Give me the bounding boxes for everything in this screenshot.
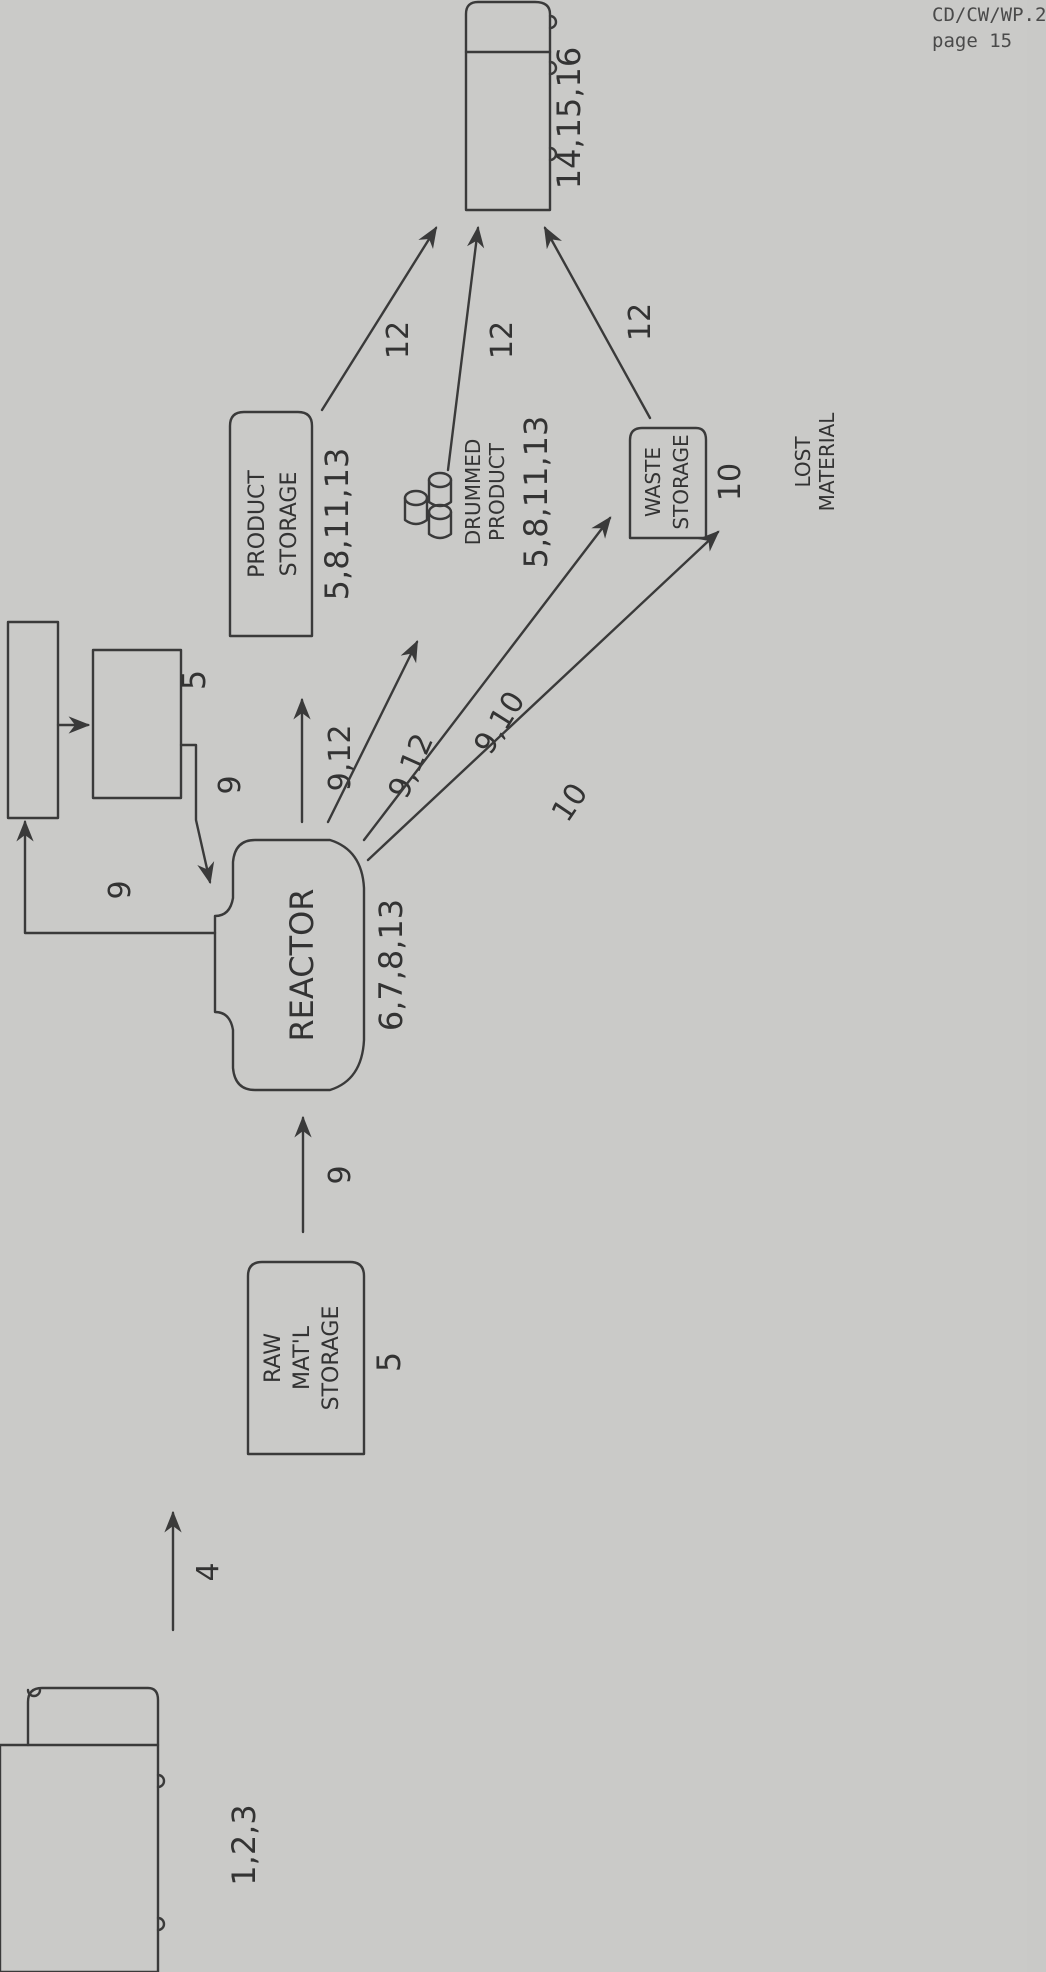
page-header: CD/CW/WP.2 page 15 — [932, 2, 1046, 54]
document-reference: CD/CW/WP.2 — [932, 4, 1046, 26]
outgoing-truck-numbers: 14,15,16 — [550, 47, 588, 190]
flow-reactor-to-lost: 10 — [366, 530, 720, 862]
flow-truck-to-raw: 4 — [164, 1510, 226, 1632]
flow-label-product-to-truck: 12 — [381, 321, 416, 359]
flow-label-drums-to-truck: 12 — [485, 321, 520, 359]
product-storage-numbers: 5,8,11,13 — [318, 448, 356, 601]
flow-label-reactor-to-product: 9,12 — [323, 725, 358, 792]
flow-reactor-to-product: 9,12 — [293, 697, 358, 824]
waste-storage-numbers: 10 — [713, 463, 748, 501]
flow-label-waste-to-truck: 12 — [623, 303, 658, 341]
condenser-loop: 9 5 9 — [6, 620, 248, 935]
page-number: page 15 — [932, 30, 1013, 52]
product-storage: PRODUCT STORAGE 5,8,11,13 — [228, 410, 356, 638]
reactor: REACTOR 6,7,8,13 — [213, 838, 410, 1092]
drummed-product-numbers: 5,8,11,13 — [517, 416, 555, 569]
product-storage-label-2: STORAGE — [277, 472, 302, 577]
flow-product-to-truck: 12 — [320, 226, 438, 412]
incoming-truck: 1,2,3 — [0, 1686, 263, 1972]
incoming-truck-numbers: 1,2,3 — [225, 1804, 263, 1885]
lost-material: LOST MATERIAL — [791, 412, 839, 512]
flow-label-reactor-to-waste: 9,10 — [467, 685, 532, 760]
flow-label-reactor-to-drums: 9,12 — [382, 729, 441, 804]
drummed-product-label-1: DRUMMED — [461, 439, 485, 545]
flow-label-reactor-to-condenser: 9 — [103, 880, 138, 899]
flow-raw-to-reactor: 9 — [294, 1115, 358, 1234]
raw-storage-label-1: RAW — [261, 1333, 286, 1383]
condenser-box — [6, 620, 60, 820]
lost-material-label-1: LOST — [791, 436, 815, 488]
waste-storage: WASTE STORAGE 10 — [628, 426, 748, 540]
outgoing-truck: 14,15,16 — [464, 0, 588, 212]
raw-storage-label-3: STORAGE — [319, 1306, 344, 1411]
flow-label-condenser-return: 9 — [213, 775, 248, 794]
product-storage-label-1: PRODUCT — [245, 470, 270, 578]
flow-label-raw-to-reactor: 9 — [323, 1165, 358, 1184]
drum-icon — [403, 471, 453, 540]
reactor-numbers: 6,7,8,13 — [372, 899, 410, 1031]
raw-storage-numbers: 5 — [370, 1352, 408, 1372]
flow-drums-to-truck: 12 — [446, 225, 520, 472]
condenser-tank-numbers: 5 — [175, 670, 213, 690]
drummed-product: DRUMMED PRODUCT 5,8,11,13 — [403, 416, 555, 569]
reactor-label: REACTOR — [283, 888, 321, 1041]
flow-waste-to-truck: 12 — [543, 226, 658, 420]
condenser-tank — [91, 648, 183, 800]
waste-storage-label-2: STORAGE — [669, 434, 693, 529]
raw-material-storage: RAW MAT'L STORAGE 5 — [246, 1260, 408, 1456]
waste-storage-label-1: WASTE — [641, 447, 665, 517]
flow-label-truck-to-raw: 4 — [191, 1562, 226, 1581]
drummed-product-label-2: PRODUCT — [485, 442, 509, 541]
raw-storage-label-2: MAT'L — [290, 1325, 315, 1390]
lost-material-label-2: MATERIAL — [815, 412, 839, 512]
flow-label-reactor-to-lost: 10 — [545, 777, 595, 828]
